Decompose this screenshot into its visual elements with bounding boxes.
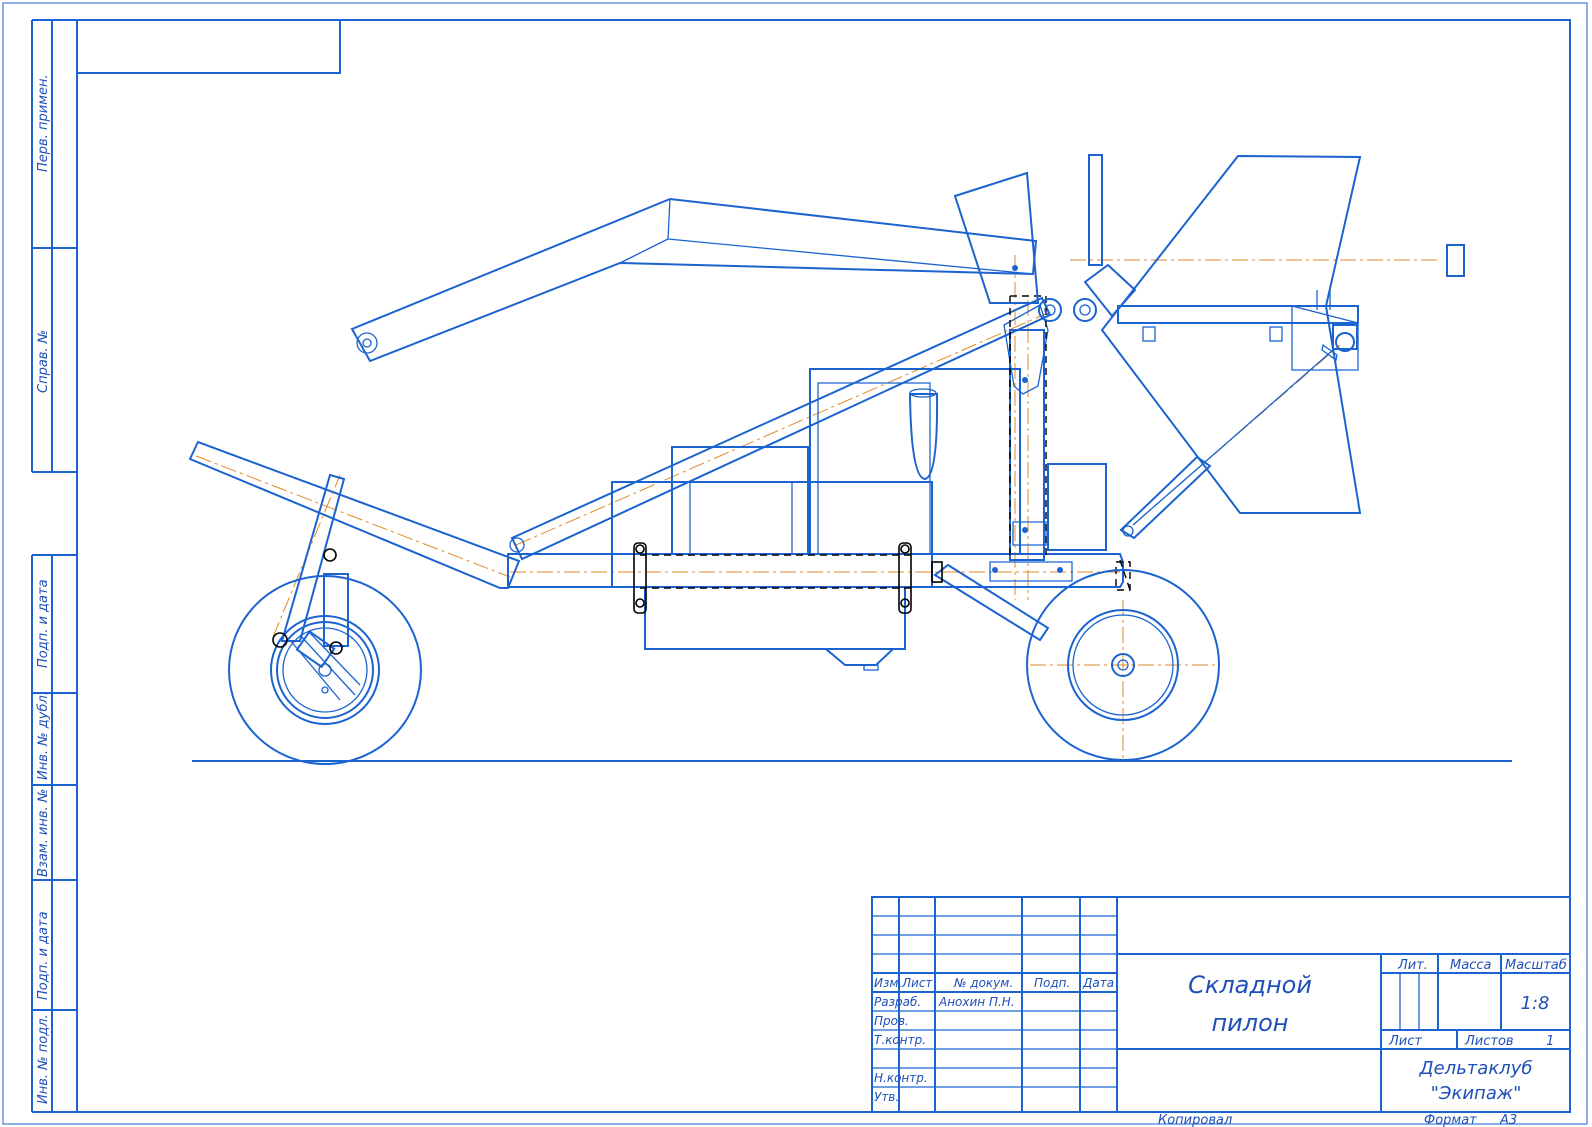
row-nkontr: Н.контр.	[874, 1071, 928, 1085]
scale-value: 1:8	[1521, 993, 1550, 1014]
col-podp: Подп.	[1034, 976, 1070, 990]
row-prov: Пров.	[874, 1014, 909, 1028]
drawing-title-line2: пилон	[1211, 1009, 1288, 1037]
org-line1: Дельтаклуб	[1419, 1058, 1533, 1079]
col-list: Лист	[901, 976, 933, 990]
diagonal-beam	[510, 296, 1052, 561]
title-block: Изм. Лист № докум. Подп. Дата Разраб. Ан…	[871, 896, 1571, 1113]
footer-format-label: Формат	[1424, 1113, 1477, 1127]
side-label-inv-dubl: Инв. № дубл.	[36, 691, 51, 780]
side-label-vzam-inv: Взам. инв. №	[36, 789, 51, 877]
side-label-podp-data-1: Подп. и дата	[36, 579, 51, 668]
row-tkontr: Т.контр.	[874, 1033, 926, 1047]
col-doc: № докум.	[953, 976, 1013, 990]
sheets-value: 1	[1546, 1034, 1554, 1049]
rear-beam	[188, 440, 521, 589]
massa-label: Масса	[1450, 958, 1491, 973]
drawing-frame	[76, 19, 1571, 1113]
drawing-title-line1: Складной	[1188, 971, 1312, 999]
side-label-perv-primen: Перв. примен.	[36, 74, 51, 172]
row-utv: Утв.	[874, 1090, 899, 1104]
side-label-inv-podl: Инв. № подл.	[36, 1014, 51, 1104]
right-fin	[1100, 154, 1362, 514]
side-label-podp-data-2: Подп. и дата	[36, 911, 51, 1000]
footer-copied: Копировал	[1158, 1113, 1232, 1127]
pylon-drawing	[188, 154, 1512, 765]
sheets-label: Листов	[1464, 1034, 1514, 1049]
col-izm: Изм.	[874, 976, 902, 990]
side-stamp: Перв. примен. Справ. № Подп. и дата Инв.…	[31, 19, 77, 1113]
left-fin	[953, 171, 1040, 304]
row-razrab: Разраб.	[874, 995, 921, 1009]
rail-clamp-left	[633, 542, 647, 614]
lit-label: Лит.	[1397, 958, 1428, 973]
rear-wheel	[228, 473, 422, 765]
side-label-sprav-no: Справ. №	[36, 330, 51, 393]
chassis-rail	[507, 553, 1124, 588]
footer-format-value: А3	[1499, 1113, 1517, 1127]
razrab-name: Анохин П.Н.	[938, 995, 1015, 1009]
org-line2: "Экипаж"	[1431, 1083, 1522, 1104]
top-left-stamp-box	[76, 19, 341, 74]
col-data: Дата	[1082, 976, 1114, 990]
engine-body	[611, 481, 933, 588]
front-wheel	[1026, 569, 1220, 761]
upper-arm	[350, 197, 1038, 363]
rail-clamp-right	[898, 542, 912, 614]
masshtab-label: Масштаб	[1505, 958, 1567, 973]
sheet-label: Лист	[1388, 1034, 1422, 1049]
